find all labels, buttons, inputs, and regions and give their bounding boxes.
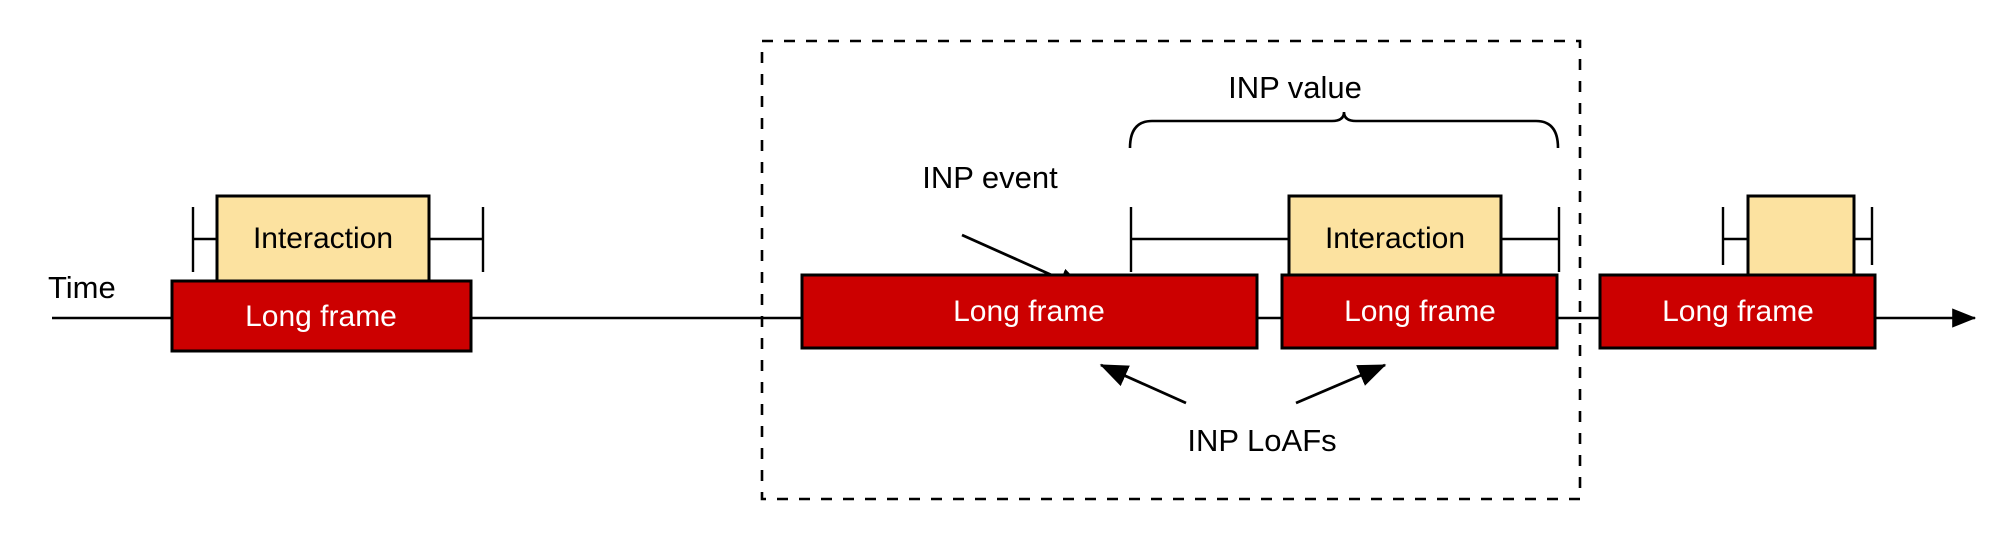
long-frame-4-label: Long frame — [1662, 295, 1814, 328]
long-frame-1-label: Long frame — [245, 300, 397, 333]
inp-event-label: INP event — [922, 160, 1058, 195]
inp-loafs-leader-right-arrow — [1295, 363, 1387, 405]
inp-loafs-leader-left-arrow — [1099, 363, 1187, 405]
long-frame-2-box[interactable] — [800, 273, 1259, 350]
long-frame-3-group: Interaction Long frame — [1129, 194, 1561, 350]
long-frame-1-box[interactable] — [170, 279, 473, 353]
long-frame-3-label: Long frame — [1344, 295, 1496, 328]
inp-value-brace — [1128, 111, 1560, 149]
inp-loafs-label: INP LoAFs — [1187, 423, 1336, 458]
time-axis-label: Time — [48, 270, 116, 305]
inp-value-brace-path — [1128, 111, 1560, 149]
long-frame-2-group: Long frame — [800, 273, 1259, 350]
interaction-3-box[interactable] — [1746, 194, 1856, 283]
long-frame-4-box[interactable] — [1598, 273, 1877, 350]
interaction-2-whiskers — [1129, 207, 1561, 272]
long-frame-4-group: Long frame — [1598, 194, 1877, 350]
long-frame-2-label: Long frame — [953, 295, 1105, 328]
interaction-2-label: Interaction — [1325, 222, 1465, 255]
long-frame-1-group: Interaction Long frame — [170, 194, 485, 353]
interaction-1-box[interactable] — [215, 194, 431, 283]
interaction-1-whiskers — [191, 207, 485, 272]
inp-value-label: INP value — [1228, 70, 1362, 105]
long-frame-3-box[interactable] — [1280, 273, 1559, 350]
interaction-1-label: Interaction — [253, 222, 393, 255]
